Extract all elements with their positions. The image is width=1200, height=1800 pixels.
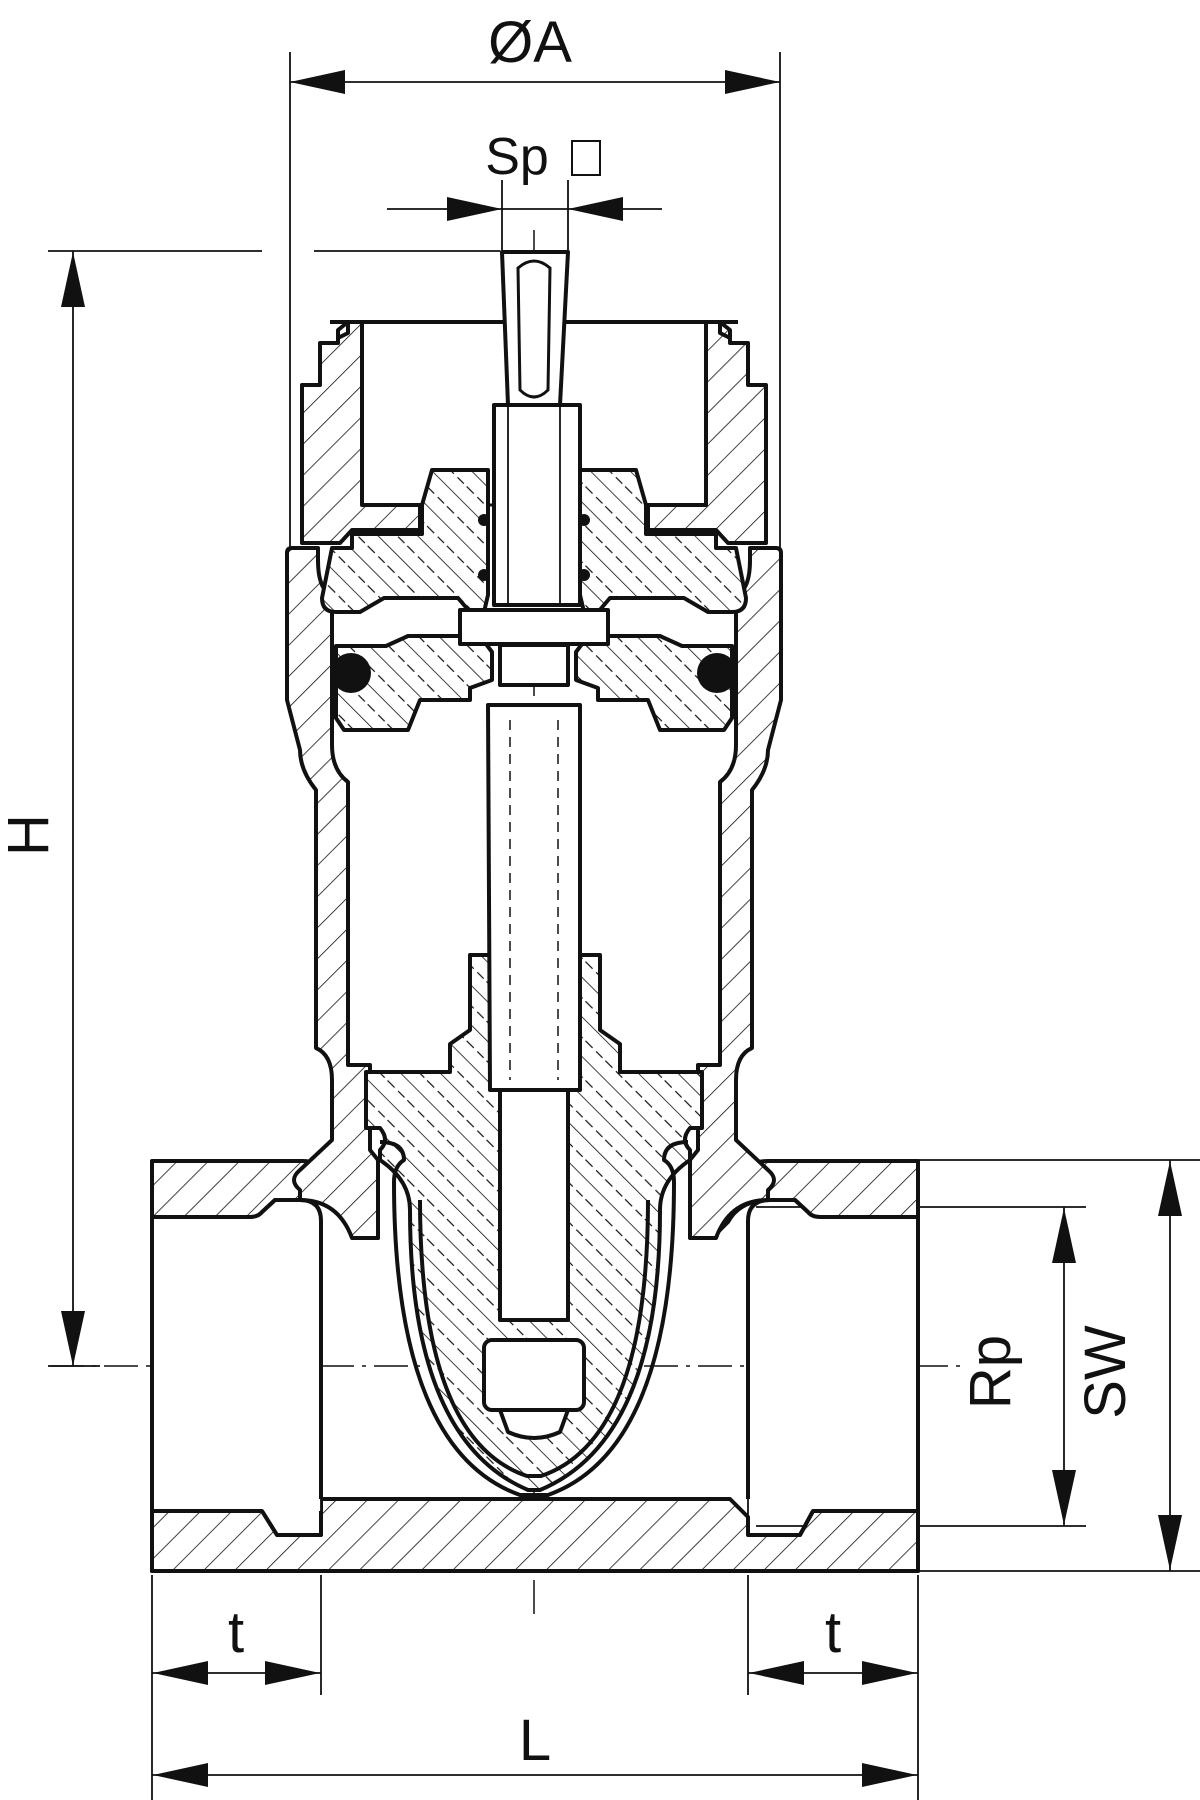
label-thread: Rp xyxy=(958,1335,1023,1409)
o-ring-right xyxy=(697,653,737,693)
spindle xyxy=(482,250,586,1440)
label-height: H xyxy=(0,814,61,856)
label-wrench-size: SW xyxy=(1073,1325,1138,1419)
valve-body xyxy=(150,546,920,1573)
label-spindle-square: Sp xyxy=(485,128,549,186)
label-thread-depth-right: t xyxy=(825,1600,841,1665)
dimension-lines xyxy=(48,52,1200,1800)
label-thread-depth-left: t xyxy=(228,1600,244,1665)
o-ring-left xyxy=(331,653,371,693)
label-length: L xyxy=(519,1708,551,1773)
label-outer-diameter: ØA xyxy=(488,10,572,75)
